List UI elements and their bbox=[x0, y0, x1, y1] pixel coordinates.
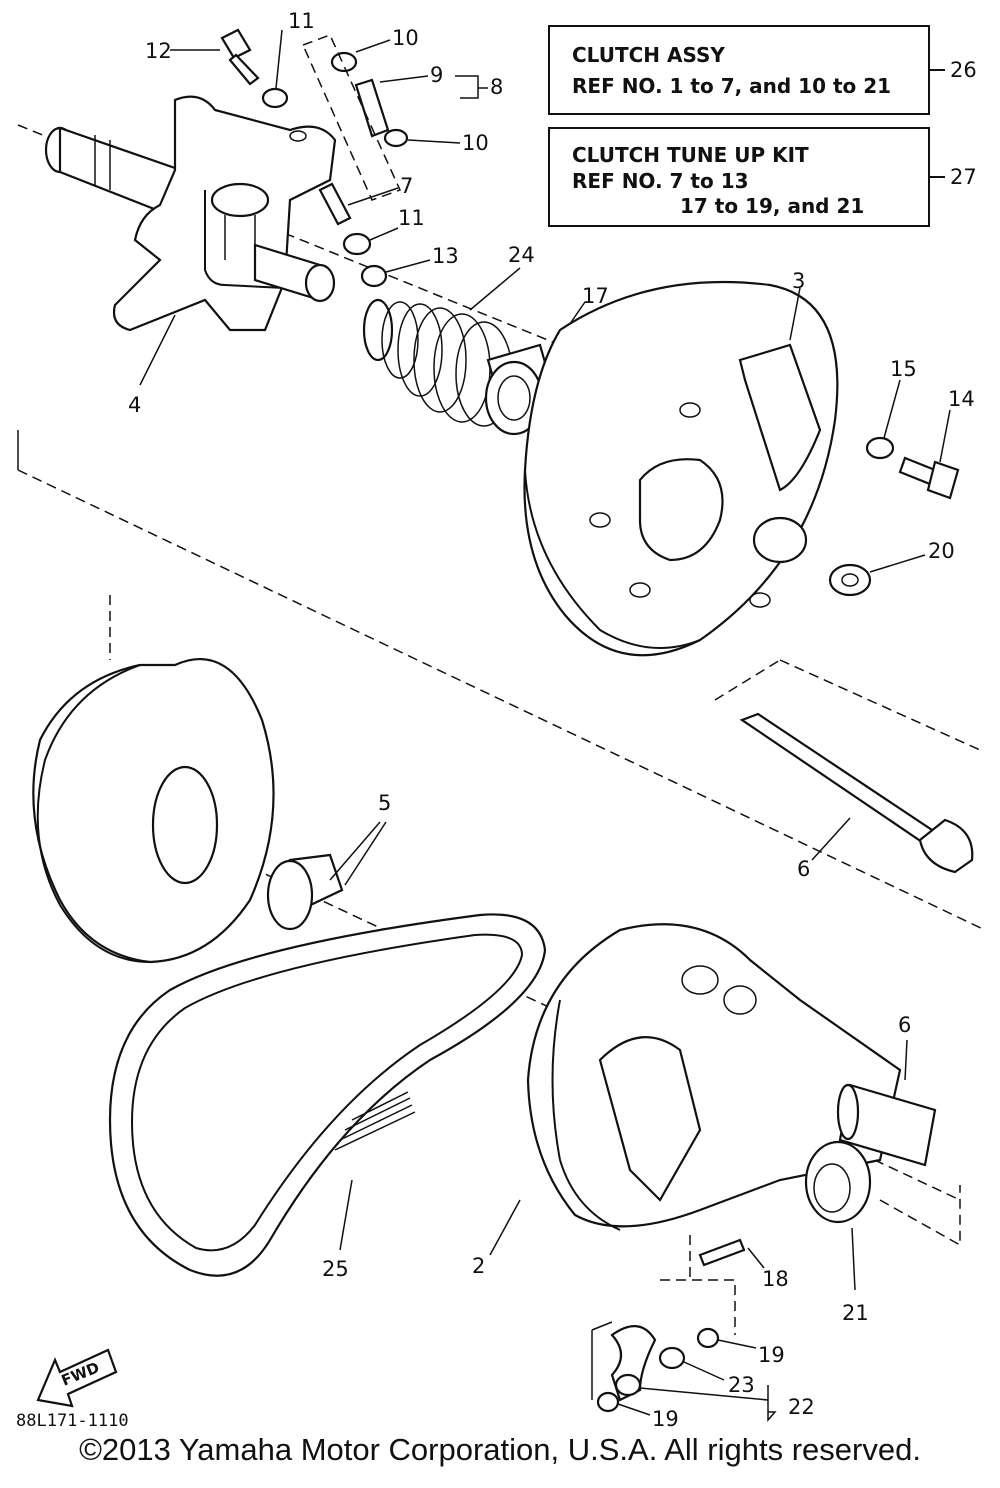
part-6-long-bolt bbox=[739, 712, 974, 874]
callout-23: 23 bbox=[728, 1373, 755, 1397]
part-15-washer bbox=[865, 436, 895, 460]
callout-27: 27 bbox=[950, 165, 977, 189]
part-6-bushing bbox=[836, 1083, 937, 1167]
callout-20: 20 bbox=[928, 539, 955, 563]
callout-26: 26 bbox=[950, 58, 977, 82]
fixed-sheave-disk bbox=[32, 657, 275, 964]
diagram-code: 88L171-1110 bbox=[16, 1411, 129, 1431]
callout-21: 21 bbox=[842, 1301, 869, 1325]
part-14-bolt bbox=[898, 456, 960, 500]
callout-10-top: 10 bbox=[392, 26, 419, 50]
part-4-spider-shaft bbox=[44, 95, 337, 386]
callout-10-mid: 10 bbox=[462, 131, 489, 155]
callout-7: 7 bbox=[400, 174, 413, 198]
part-24-spring bbox=[362, 298, 513, 427]
callout-24: 24 bbox=[508, 243, 535, 267]
callout-11-mid: 11 bbox=[398, 206, 425, 230]
callout-15: 15 bbox=[890, 357, 917, 381]
callout-19-upper: 19 bbox=[758, 1343, 785, 1367]
clutch-assy-title: CLUTCH ASSY bbox=[572, 43, 725, 67]
callout-12: 12 bbox=[145, 39, 172, 63]
part-2-spider-sheave bbox=[526, 923, 902, 1231]
part-23-collar bbox=[658, 1346, 686, 1370]
callout-13: 13 bbox=[432, 244, 459, 268]
fwd-arrow-icon: FWD bbox=[36, 1348, 118, 1408]
callout-6-bolt: 6 bbox=[797, 857, 810, 881]
small-parts-group bbox=[220, 28, 409, 288]
tune-up-kit-refs-2: 17 to 19, and 21 bbox=[680, 194, 864, 218]
part-20-washer bbox=[828, 563, 872, 597]
part-3-movable-sheave bbox=[523, 280, 839, 657]
part-25-drive-belt bbox=[108, 913, 547, 1277]
clutch-assy-box: CLUTCH ASSY REF NO. 1 to 7, and 10 to 21… bbox=[548, 25, 977, 115]
callout-18: 18 bbox=[762, 1267, 789, 1291]
tune-up-kit-title: CLUTCH TUNE UP KIT bbox=[572, 143, 809, 167]
part-18-pin bbox=[698, 1238, 746, 1267]
callout-25: 25 bbox=[322, 1257, 349, 1281]
callout-9: 9 bbox=[430, 63, 443, 87]
callout-8: 8 bbox=[490, 75, 503, 99]
callout-6-bushing: 6 bbox=[898, 1013, 911, 1037]
tune-up-kit-refs-1: REF NO. 7 to 13 bbox=[572, 169, 749, 193]
clutch-tune-up-kit-box: CLUTCH TUNE UP KIT REF NO. 7 to 13 17 to… bbox=[548, 127, 977, 227]
callout-14: 14 bbox=[948, 387, 975, 411]
part-19-washer-lower bbox=[596, 1391, 620, 1413]
callout-2: 2 bbox=[472, 1254, 485, 1278]
callout-19-lower: 19 bbox=[652, 1407, 679, 1431]
copyright-notice: ©2013 Yamaha Motor Corporation, U.S.A. A… bbox=[79, 1432, 921, 1467]
part-5-spacer bbox=[266, 853, 344, 931]
callout-3: 3 bbox=[792, 269, 805, 293]
callout-11-top: 11 bbox=[288, 9, 315, 33]
part-19-washer-upper bbox=[696, 1327, 720, 1349]
part-22-weight bbox=[610, 1325, 657, 1402]
callout-17: 17 bbox=[582, 284, 609, 308]
callout-5: 5 bbox=[378, 791, 391, 815]
clutch-assy-refs: REF NO. 1 to 7, and 10 to 21 bbox=[572, 74, 891, 98]
part-21-ring bbox=[804, 1140, 872, 1224]
callout-22: 22 bbox=[788, 1395, 815, 1419]
callout-4: 4 bbox=[128, 393, 141, 417]
